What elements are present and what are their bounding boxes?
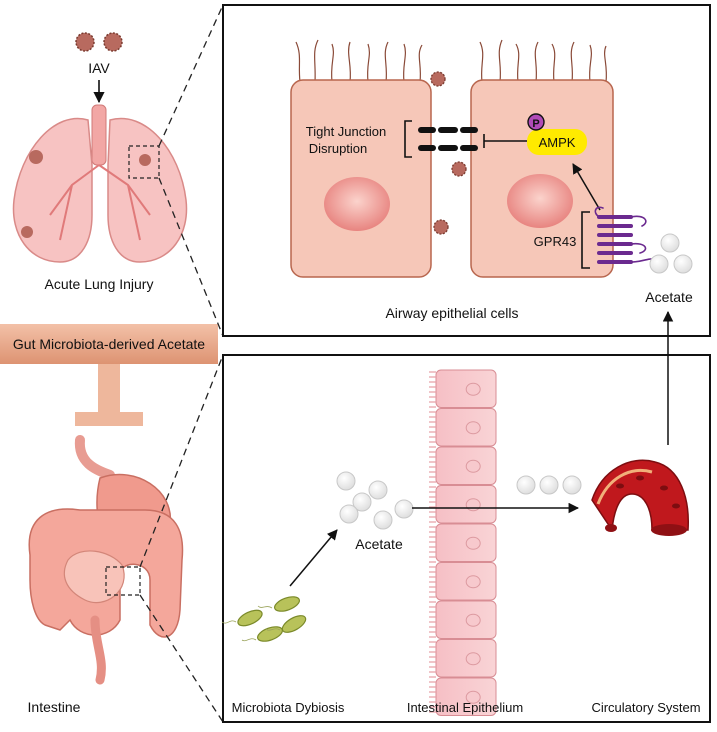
epithelial-nucleus xyxy=(465,575,481,589)
tight-junction-strands xyxy=(418,127,478,151)
inhibitor-bar xyxy=(0,324,218,364)
epithelial-nucleus xyxy=(465,690,481,704)
tight-junction-label-line2: Disruption xyxy=(309,141,368,156)
lungs-icon xyxy=(12,104,188,263)
inhibitor-crossbar xyxy=(75,412,143,426)
virus-icon xyxy=(75,32,123,52)
cilia-right xyxy=(479,39,608,83)
inhibitor-label: Gut Microbiota-derived Acetate xyxy=(13,336,205,352)
zoom-line-gut-bottom xyxy=(139,594,224,723)
blood-vessel-icon xyxy=(591,459,689,536)
ampk-badge xyxy=(527,129,587,155)
intestine-icon xyxy=(28,435,184,685)
acetate-label-circulation: Acetate xyxy=(645,289,693,305)
tight-junction-label-line1: Tight Junction xyxy=(306,124,386,139)
cilia-left xyxy=(295,39,423,83)
lung-caption: Acute Lung Injury xyxy=(45,276,154,292)
epithelial-nucleus xyxy=(465,459,481,473)
gut-acetate-label: Acetate xyxy=(355,536,403,552)
inhibitor-stem xyxy=(98,364,120,414)
epithelial-nucleus xyxy=(465,652,481,666)
nucleus-right xyxy=(507,174,573,228)
epithelial-microvilli xyxy=(429,371,436,713)
acetate-particles xyxy=(649,233,693,274)
zoom-line-lung-top xyxy=(158,4,224,147)
phospho-label: P xyxy=(532,118,539,130)
virus-icon xyxy=(430,71,467,235)
intestine-caption: Intestine xyxy=(28,699,81,715)
intestine-zoom-box xyxy=(105,566,141,596)
gpr43-receptor-icon xyxy=(594,206,657,264)
caption-microbiota: Microbiota Dybiosis xyxy=(232,700,345,715)
epithelial-nucleus xyxy=(465,536,481,550)
bacteria-icon xyxy=(237,596,307,642)
gpr43-to-ampk-arrow xyxy=(572,163,601,211)
epithelial-nucleus xyxy=(465,498,481,512)
bacteria-to-acetate-arrow xyxy=(289,529,338,587)
intestinal-epithelium-column xyxy=(429,369,497,716)
zoom-line-lung-bottom xyxy=(158,177,224,337)
gpr43-label: GPR43 xyxy=(534,234,577,249)
caption-epithelium: Intestinal Epithelium xyxy=(407,700,523,715)
zoom-line-gut-top xyxy=(139,354,224,568)
epithelial-nucleus xyxy=(465,613,481,627)
airway-caption: Airway epithelial cells xyxy=(385,305,518,321)
phospho-badge xyxy=(527,113,545,131)
gut-panel: Acetate Microbiota Dybiosis Intestinal E… xyxy=(221,354,711,723)
gut-panel-frame xyxy=(222,354,711,723)
acetate-particles xyxy=(336,471,582,530)
nucleus-left xyxy=(324,177,390,231)
airway-panel-frame xyxy=(222,4,711,337)
epithelial-nucleus xyxy=(465,421,481,435)
left-panel: IAV Acute Lung Injury Gut Microbiota-der… xyxy=(0,4,224,723)
epithelial-nucleus xyxy=(465,382,481,396)
ampk-label: AMPK xyxy=(539,135,576,150)
lung-zoom-box xyxy=(128,145,160,179)
bacteria-flagella xyxy=(221,605,281,642)
iav-label: IAV xyxy=(88,60,110,76)
gpr43-bracket xyxy=(581,211,590,269)
caption-circulatory: Circulatory System xyxy=(591,700,700,715)
airway-panel: Tight Junction Disruption AMPK P GPR43 xyxy=(222,4,711,337)
tight-junction-bracket xyxy=(404,120,412,158)
